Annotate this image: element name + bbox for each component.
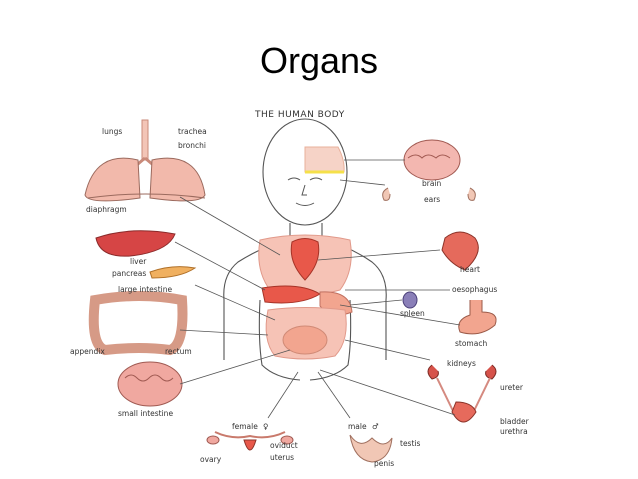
- label-testis: testis: [400, 439, 420, 448]
- label-oviduct: oviduct: [270, 441, 298, 450]
- label-brain: brain: [422, 179, 442, 188]
- label-diaphragm: diaphragm: [86, 205, 127, 214]
- label-uterus: uterus: [270, 453, 294, 462]
- female-symbol: ♀: [263, 422, 269, 431]
- label-ears: ears: [424, 195, 440, 204]
- nose-icon: [301, 184, 307, 196]
- right-torso-outline: [309, 299, 352, 381]
- spleen-icon: [402, 291, 418, 309]
- left-ear-icon: [382, 187, 391, 201]
- right-ear-icon: [467, 187, 476, 201]
- label-bronchi: bronchi: [178, 141, 206, 150]
- label-ovary: ovary: [200, 455, 222, 464]
- face: [287, 177, 323, 206]
- label-lungs: lungs: [102, 127, 122, 136]
- left-kidney-icon: [427, 364, 439, 380]
- torso-organs: [258, 234, 353, 360]
- left-eye-icon: [287, 177, 301, 181]
- stomach-icon: [458, 300, 497, 335]
- leader-ears: [339, 179, 386, 186]
- label-male: male: [348, 422, 367, 431]
- left-torso-outline: [258, 299, 301, 381]
- male-symbol: ♂: [372, 422, 379, 431]
- leader-lines: [174, 159, 461, 419]
- label-heart: heart: [460, 265, 480, 274]
- diagram-heading: THE HUMAN BODY: [254, 110, 345, 120]
- label-appendix: appendix: [70, 347, 105, 356]
- label-trachea: trachea: [178, 127, 207, 136]
- large-intestine-icon: [88, 291, 188, 356]
- heart-in-torso: [290, 238, 320, 281]
- leader-male: [317, 371, 351, 419]
- pancreas-icon: [149, 266, 197, 279]
- leader-rectum: [179, 329, 269, 336]
- label-rectum: rectum: [165, 347, 192, 356]
- label-penis: penis: [374, 459, 394, 468]
- leader-stomach: [339, 304, 461, 326]
- small-intestine-in-torso: [282, 325, 328, 355]
- leader-lungs: [179, 196, 281, 256]
- trachea-icon: [141, 119, 149, 161]
- label-oesophagus: oesophagus: [452, 285, 497, 294]
- leader-bladder: [319, 369, 456, 416]
- leader-large-intestine: [194, 284, 276, 321]
- right-ovary-icon: [280, 435, 294, 445]
- right-kidney-icon: [485, 364, 497, 380]
- label-female: female: [232, 422, 258, 431]
- label-kidneys: kidneys: [447, 359, 476, 368]
- label-liver: liver: [130, 257, 147, 266]
- ureter-icon: [436, 377, 491, 416]
- lungs-icon: [84, 119, 206, 202]
- label-spleen: spleen: [400, 309, 425, 318]
- right-lung-icon: [149, 157, 206, 202]
- leader-small-intestine: [179, 349, 291, 385]
- brain-region: [304, 146, 345, 173]
- leader-kidneys: [344, 339, 431, 361]
- leader-heart: [317, 249, 441, 261]
- oviduct-icon: [214, 431, 286, 439]
- right-eye-icon: [309, 177, 323, 181]
- label-large-intestine: large intestine: [118, 285, 172, 294]
- brain-icon: [403, 139, 461, 181]
- small-intestine-fold-icon: [124, 374, 174, 382]
- label-ureter: ureter: [500, 383, 524, 392]
- uterus-icon: [243, 439, 257, 451]
- left-ovary-icon: [206, 435, 220, 445]
- bladder-icon: [451, 401, 477, 423]
- heart-icon: [441, 231, 479, 271]
- male-reproductive-icon: [349, 434, 393, 463]
- label-urethra: urethra: [500, 427, 528, 436]
- diaphragm-icon: [87, 193, 206, 199]
- slide-title: Organs: [259, 40, 379, 81]
- leader-female: [267, 371, 299, 419]
- head-outline: [262, 118, 348, 226]
- brain-fold-icon: [407, 154, 451, 159]
- label-small-intestine: small intestine: [118, 409, 173, 418]
- label-bladder: bladder: [500, 417, 530, 426]
- mouth-icon: [295, 202, 315, 206]
- liver-icon: [95, 230, 176, 257]
- left-lung-icon: [84, 157, 141, 202]
- label-pancreas: pancreas: [112, 269, 146, 278]
- leader-spleen: [349, 299, 403, 306]
- leader-liver: [174, 241, 266, 291]
- label-stomach: stomach: [455, 339, 487, 348]
- small-intestine-icon: [117, 361, 183, 407]
